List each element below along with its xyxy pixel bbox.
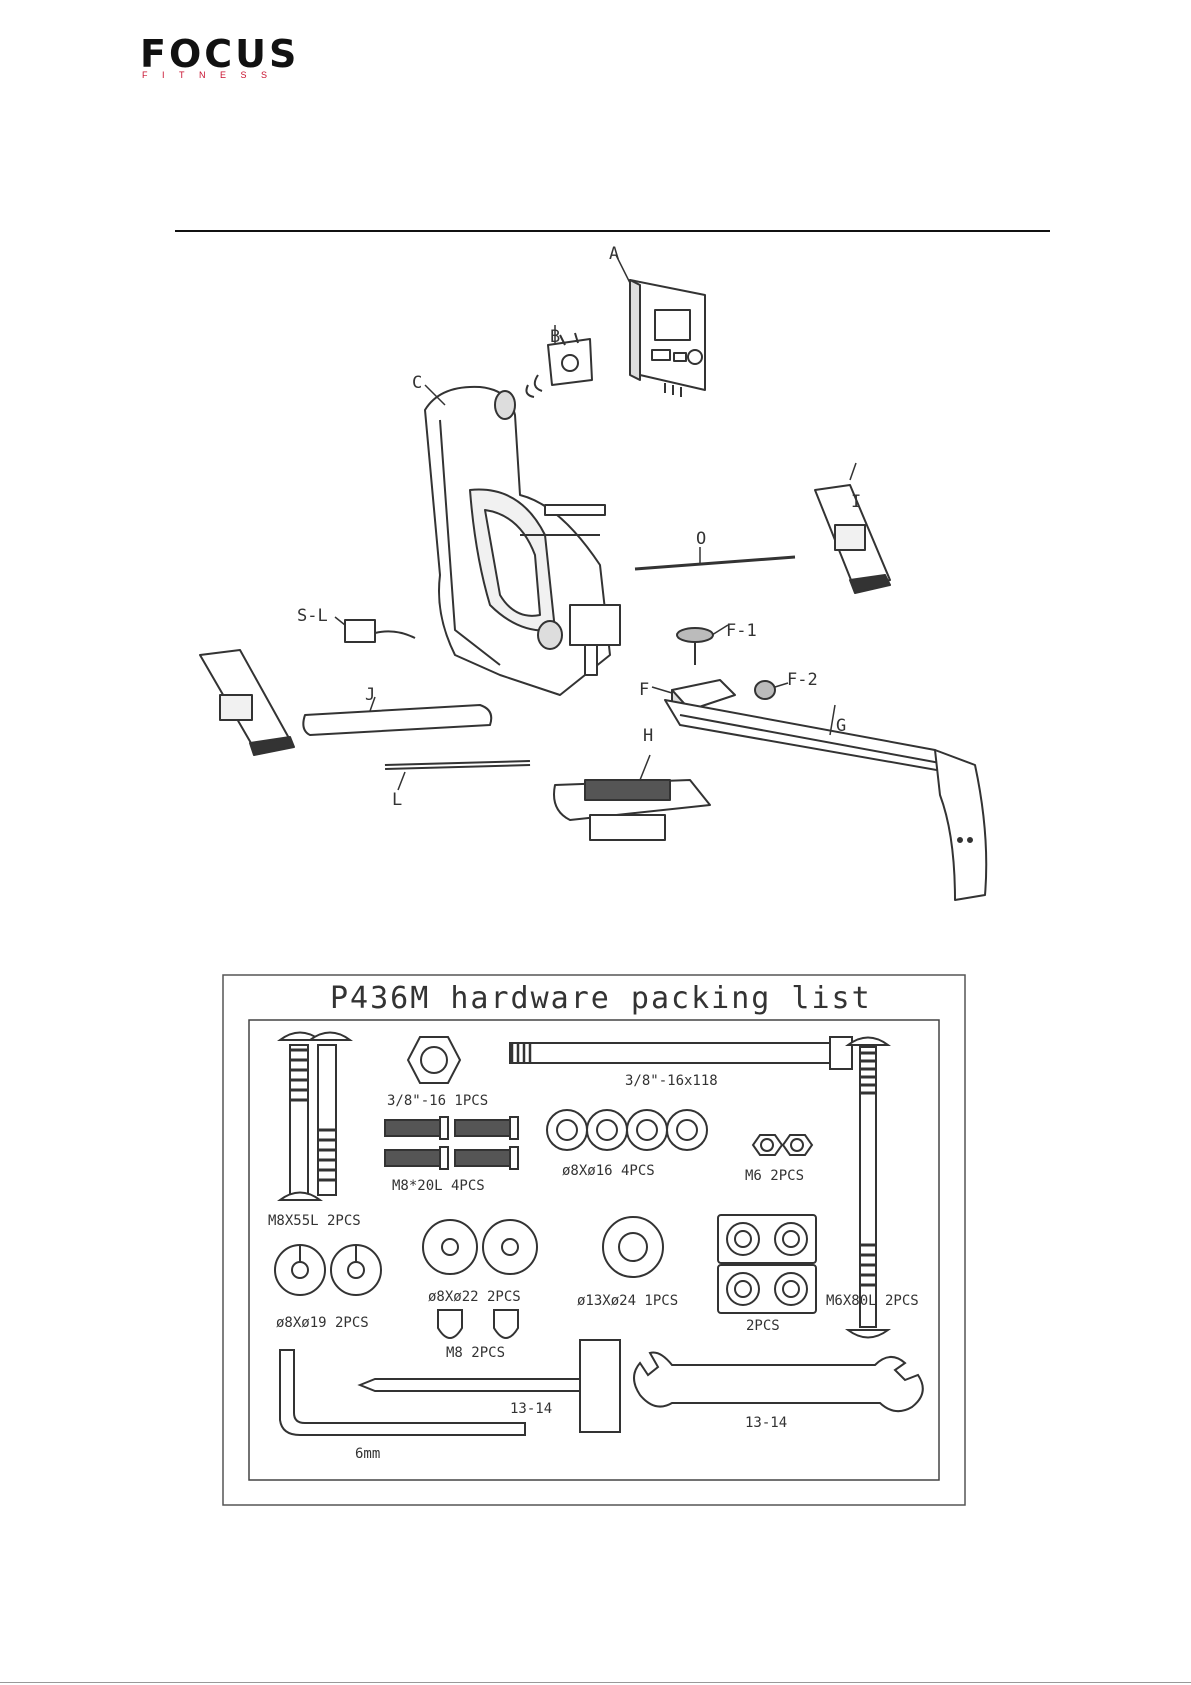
label-allen-key: 6mm [355, 1446, 380, 1462]
label-part-o: O [696, 529, 706, 549]
label-washer-13x24: ø13Xø24 1PCS [577, 1293, 678, 1309]
label-cap-nut-m8: M8 2PCS [446, 1345, 505, 1361]
label-bolt-m8x55l: M8X55L 2PCS [268, 1213, 361, 1229]
page-bottom-edge [0, 1682, 1191, 1683]
label-nut-3-8: 3/8"-16 1PCS [387, 1093, 488, 1109]
nut-m6-icon [753, 1135, 812, 1155]
washer-8x16-icon [547, 1110, 707, 1150]
bushing-block-icon [718, 1215, 816, 1313]
label-bolt-3-8-16x118: 3/8"-16x118 [625, 1073, 718, 1089]
header-divider [175, 230, 1050, 232]
cap-nut-m8-icon [438, 1310, 518, 1338]
label-part-a: A [609, 244, 619, 264]
logo-subword: FITNESS [142, 70, 282, 80]
part-o-rod [635, 547, 795, 569]
label-part-f: F [639, 680, 649, 700]
label-part-b: B [550, 327, 560, 347]
label-screwdriver: 13-14 [510, 1401, 552, 1417]
part-c-main-frame [425, 385, 620, 695]
part-j-stabilizer [303, 697, 491, 735]
hardware-packing-list: P436M hardware packing list [0, 965, 1191, 1515]
wrench-icon [634, 1353, 923, 1412]
label-part-g: G [836, 716, 846, 736]
allen-key-icon [280, 1350, 525, 1435]
bolt-3-8-16x118-icon [510, 1037, 852, 1069]
label-washer-8x22: ø8Xø22 2PCS [428, 1289, 521, 1305]
washer-8x22-icon [423, 1220, 537, 1274]
part-l-rod [385, 763, 530, 790]
label-part-f1: F-1 [726, 621, 757, 641]
part-foot-left [200, 650, 294, 755]
label-part-sl: S-L [297, 606, 328, 626]
nut-3-8-icon [408, 1037, 460, 1083]
packing-list-title: P436M hardware packing list [330, 981, 872, 1016]
label-bolt-m6x80l: M6X80L 2PCS [826, 1293, 919, 1309]
label-bolt-m8x20l: M8*20L 4PCS [392, 1178, 485, 1194]
label-part-j: J [365, 685, 375, 705]
part-h-seat [554, 755, 710, 840]
part-i-foot-right [815, 463, 890, 593]
label-part-l: L [392, 790, 402, 810]
label-part-c: C [412, 373, 422, 393]
bolt-m8x20l-icon [385, 1117, 518, 1169]
part-a-console [616, 255, 705, 397]
part-sl-adapter [335, 617, 415, 642]
label-washer-8x19: ø8Xø19 2PCS [276, 1315, 369, 1331]
label-part-f2: F-2 [787, 670, 818, 690]
part-f2-nut [755, 681, 788, 699]
label-nut-m6: M6 2PCS [745, 1168, 804, 1184]
part-g-rail [665, 700, 986, 900]
label-part-h: H [643, 726, 653, 746]
label-bushing-block: 2PCS [746, 1318, 780, 1334]
washer-8x19-icon [275, 1245, 381, 1295]
brand-logo: FOCUS FITNESS [140, 38, 340, 80]
label-washer-8x16: ø8Xø16 4PCS [562, 1163, 655, 1179]
bolt-m8x55l-icon [280, 1033, 350, 1201]
exploded-assembly-diagram [0, 235, 1191, 915]
label-part-i: I [851, 492, 861, 512]
washer-13x24-icon [603, 1217, 663, 1277]
part-f1-knob [677, 625, 728, 665]
label-wrench: 13-14 [745, 1415, 787, 1431]
